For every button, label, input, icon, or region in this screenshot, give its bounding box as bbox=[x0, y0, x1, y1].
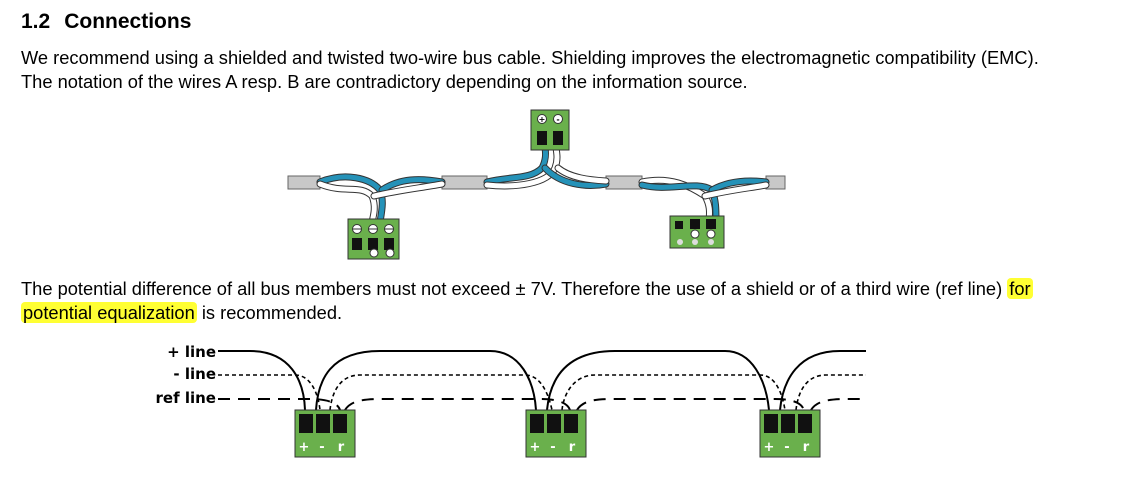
twisted-wires bbox=[316, 144, 770, 226]
ref-line-label: ref line bbox=[156, 389, 216, 407]
terminal-label-plus: + bbox=[530, 440, 541, 455]
equalization-paragraph: The potential difference of all bus memb… bbox=[21, 277, 1033, 325]
terminal-label-minus: - bbox=[784, 440, 789, 455]
equalization-line-2: is recommended. bbox=[196, 302, 343, 323]
intro-line-2: The notation of the wires A resp. B are … bbox=[21, 71, 748, 92]
minus-line-label: - line bbox=[173, 365, 216, 383]
ref-terminal: + - r bbox=[294, 409, 356, 458]
plus-line-label: + line bbox=[167, 343, 216, 361]
terminal-block-right bbox=[669, 215, 725, 249]
terminal-label-plus: + bbox=[299, 440, 310, 455]
svg-text:+: + bbox=[539, 115, 546, 124]
section-number: 1.2 bbox=[21, 10, 51, 33]
ref-terminal: + - r bbox=[759, 409, 821, 458]
minus-line bbox=[218, 374, 866, 411]
terminal-block-top: + - bbox=[530, 109, 570, 151]
highlight-potential-equalization: potential equalization bbox=[21, 302, 197, 323]
section-title: Connections bbox=[64, 10, 192, 33]
highlight-for: for bbox=[1007, 278, 1033, 299]
terminal-label-ref: r bbox=[803, 440, 810, 455]
terminal-label-ref: r bbox=[338, 440, 345, 455]
svg-text:-: - bbox=[556, 115, 559, 124]
terminal-label-minus: - bbox=[319, 440, 324, 455]
ref-line bbox=[218, 398, 866, 411]
ref-terminal: + - r bbox=[525, 409, 587, 458]
intro-paragraph: We recommend using a shielded and twiste… bbox=[21, 46, 1039, 94]
terminal-label-ref: r bbox=[569, 440, 576, 455]
terminal-label-plus: + bbox=[764, 440, 775, 455]
plus-line bbox=[218, 350, 866, 411]
intro-line-1: We recommend using a shielded and twiste… bbox=[21, 47, 1039, 68]
equalization-line-1: The potential difference of all bus memb… bbox=[21, 278, 1003, 299]
terminal-label-minus: - bbox=[550, 440, 555, 455]
section-heading: 1.2 Connections bbox=[21, 10, 191, 34]
terminal-block-left bbox=[347, 218, 400, 260]
